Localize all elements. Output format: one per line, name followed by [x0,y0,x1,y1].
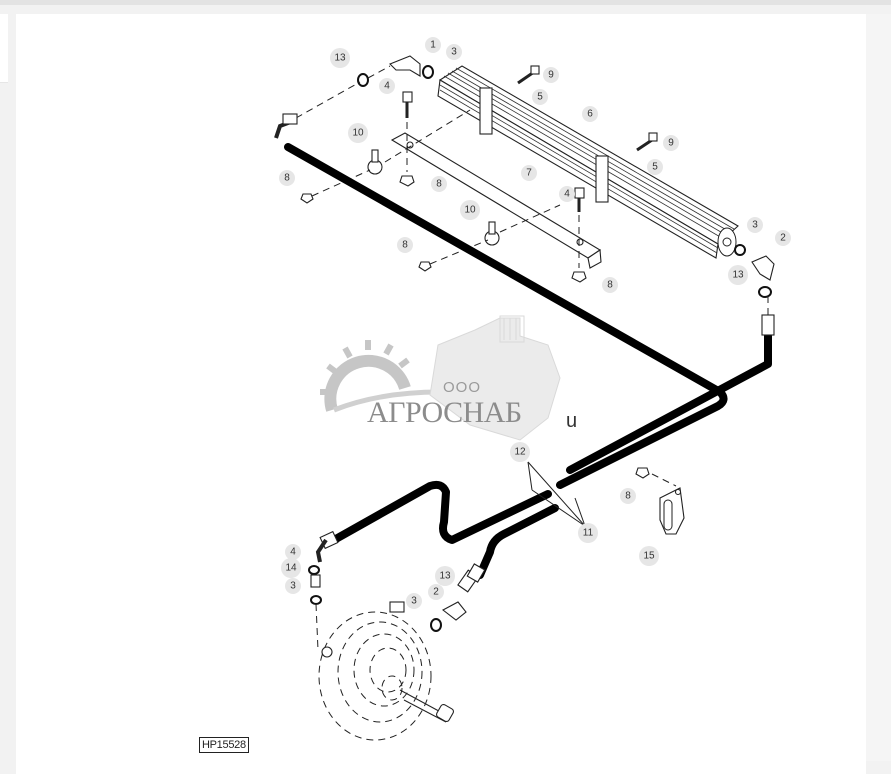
callout-4: 4 [379,78,395,94]
callout-8: 8 [397,237,413,253]
svg-text:15: 15 [643,551,655,562]
svg-text:8: 8 [436,179,442,190]
svg-text:3: 3 [411,596,417,607]
callout-3: 3 [747,217,763,233]
svg-text:4: 4 [564,189,570,200]
callout-4: 4 [285,544,301,560]
mounting-strap [390,132,602,269]
callout-1: 1 [425,37,441,53]
top-bar [0,0,891,5]
svg-text:3: 3 [752,220,758,231]
callout-4: 4 [559,186,575,202]
callout-2: 2 [775,230,791,246]
svg-text:12: 12 [514,447,526,458]
svg-text:11: 11 [583,528,594,539]
right-scroll-gutter [866,14,891,761]
hose-clamps [367,149,500,246]
svg-text:7: 7 [526,168,532,179]
svg-text:10: 10 [352,128,364,139]
svg-text:2: 2 [780,233,786,244]
callout-10: 10 [348,123,368,143]
svg-text:8: 8 [625,491,631,502]
svg-text:9: 9 [668,138,674,149]
hydraulic-hoses [274,113,775,583]
svg-text:13: 13 [334,53,346,64]
figure-id-label: HP15528 [199,737,249,753]
watermark-company-name: АГРОСНАБ [367,396,522,429]
svg-text:14: 14 [285,563,297,574]
callout-3: 3 [285,578,301,594]
svg-text:2: 2 [433,587,439,598]
callout-6: 6 [582,106,598,122]
callout-14: 14 [281,558,301,578]
watermark-suffix: u [566,410,578,432]
svg-text:8: 8 [284,173,290,184]
callout-8: 8 [431,176,447,192]
callout-13: 13 [728,265,748,285]
callout-12: 12 [510,442,530,462]
callout-15: 15 [639,546,659,566]
svg-text:4: 4 [384,81,390,92]
callout-11: 11 [578,523,598,543]
svg-text:8: 8 [402,240,408,251]
callout-3: 3 [446,44,462,60]
callout-8: 8 [602,277,618,293]
hose-support-bracket [659,487,685,535]
callout-5: 5 [532,89,548,105]
watermark-prefix: ООО [443,379,482,396]
svg-text:4: 4 [290,547,296,558]
svg-text:9: 9 [548,70,554,81]
watermark-logo-icon [320,315,561,441]
callout-2: 2 [428,584,444,600]
callout-5: 5 [647,159,663,175]
callout-9: 9 [663,135,679,151]
callout-3: 3 [406,593,422,609]
oil-cooler [437,65,739,259]
bolts-and-nuts [300,65,658,479]
svg-text:6: 6 [587,109,593,120]
left-panel-edge [0,14,8,83]
svg-text:3: 3 [451,47,457,58]
break-markers [527,461,586,527]
assembly-lines [295,65,769,651]
svg-text:1: 1 [430,40,436,51]
svg-text:5: 5 [537,92,543,103]
svg-text:3: 3 [290,581,296,592]
svg-text:5: 5 [652,162,658,173]
callout-9: 9 [543,67,559,83]
svg-text:13: 13 [732,270,744,281]
svg-text:8: 8 [607,280,613,291]
hydraulic-pump [318,601,455,741]
callout-8: 8 [279,170,295,186]
fittings-and-orings [308,55,775,632]
svg-text:13: 13 [439,571,451,582]
callout-13: 13 [330,48,350,68]
callout-10: 10 [460,200,480,220]
callout-8: 8 [620,488,636,504]
callout-7: 7 [521,165,537,181]
callout-13: 13 [435,566,455,586]
svg-text:10: 10 [464,205,476,216]
